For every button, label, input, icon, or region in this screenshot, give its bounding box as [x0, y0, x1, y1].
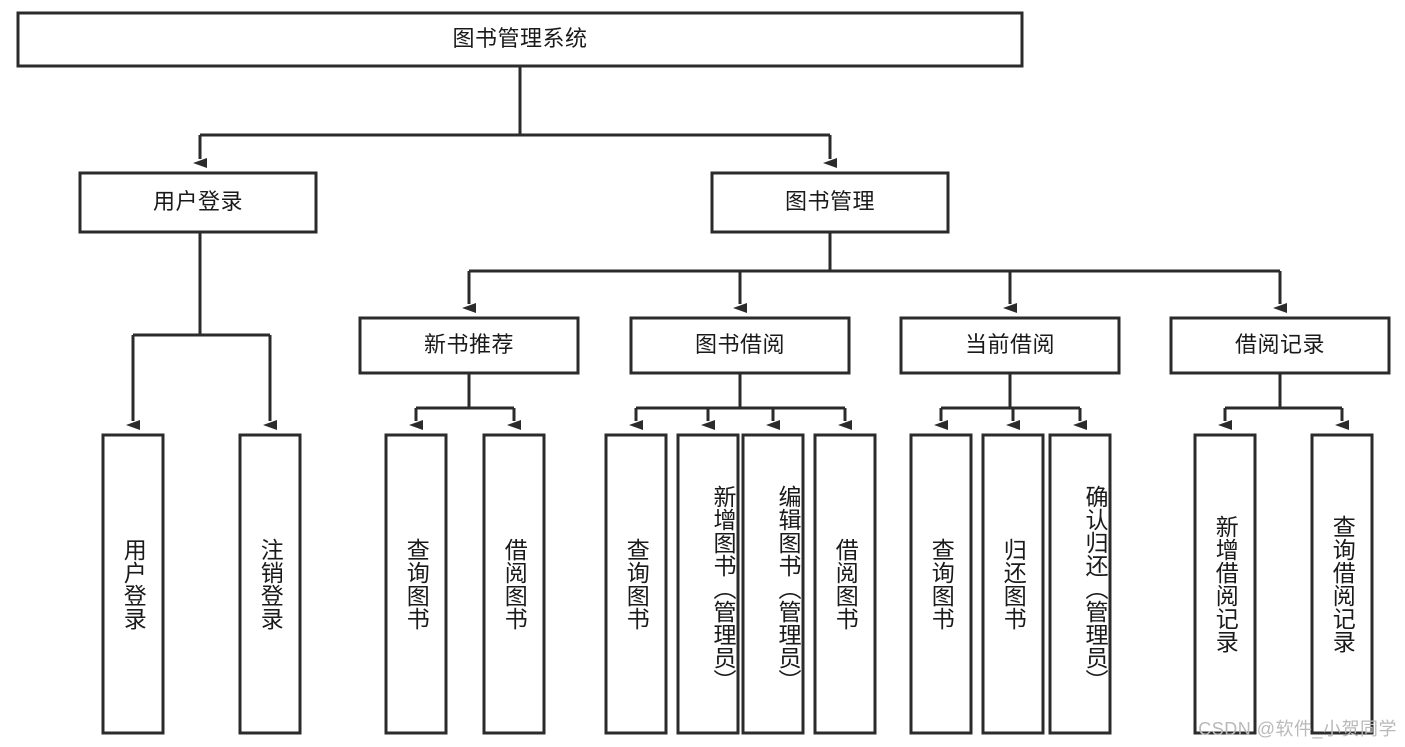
node-box-book-manage: [710, 171, 950, 234]
node-leaf-logout-login[interactable]: [240, 435, 300, 733]
node-box-leaf-confirm-return-admin: [1048, 433, 1112, 735]
node-leaf-add-book-admin[interactable]: [678, 435, 738, 733]
node-leaf-query-book-1[interactable]: [386, 435, 446, 733]
node-box-leaf-edit-book-admin: [741, 433, 805, 735]
node-root[interactable]: [18, 13, 1022, 66]
node-book-manage[interactable]: [712, 173, 948, 232]
node-borrow-record[interactable]: [1171, 318, 1389, 373]
node-box-leaf-query-borrow-record: [1310, 433, 1374, 735]
node-leaf-query-borrow-record[interactable]: [1312, 435, 1372, 733]
node-box-leaf-add-book-admin: [676, 433, 740, 735]
node-box-leaf-query-book-3: [909, 433, 973, 735]
node-leaf-query-book-3[interactable]: [911, 435, 971, 733]
node-user-login[interactable]: [80, 173, 316, 232]
node-new-book-recommend[interactable]: [360, 318, 578, 373]
node-leaf-user-login[interactable]: [103, 435, 163, 733]
node-box-leaf-add-borrow-record: [1193, 433, 1257, 735]
watermark-text: CSDN @软件_小贺同学: [1198, 719, 1397, 739]
node-box-book-borrow: [629, 316, 851, 375]
node-leaf-borrow-book-1[interactable]: [484, 435, 544, 733]
node-box-leaf-logout-login: [238, 433, 302, 735]
node-box-leaf-query-book-1: [384, 433, 448, 735]
node-box-leaf-borrow-book-2: [813, 433, 877, 735]
node-box-root: [16, 11, 1024, 68]
node-book-borrow[interactable]: [631, 318, 849, 373]
node-box-leaf-query-book-2: [604, 433, 668, 735]
node-leaf-borrow-book-2[interactable]: [815, 435, 875, 733]
node-leaf-add-borrow-record[interactable]: [1195, 435, 1255, 733]
node-leaf-return-book[interactable]: [983, 435, 1043, 733]
node-leaf-edit-book-admin[interactable]: [743, 435, 803, 733]
node-box-leaf-borrow-book-1: [482, 433, 546, 735]
node-box-leaf-user-login: [101, 433, 165, 735]
node-current-borrow[interactable]: [901, 318, 1119, 373]
node-box-borrow-record: [1169, 316, 1391, 375]
node-box-leaf-return-book: [981, 433, 1045, 735]
node-leaf-query-book-2[interactable]: [606, 435, 666, 733]
node-box-user-login: [78, 171, 318, 234]
node-box-current-borrow: [899, 316, 1121, 375]
node-leaf-confirm-return-admin[interactable]: [1050, 435, 1110, 733]
node-box-new-book-recommend: [358, 316, 580, 375]
